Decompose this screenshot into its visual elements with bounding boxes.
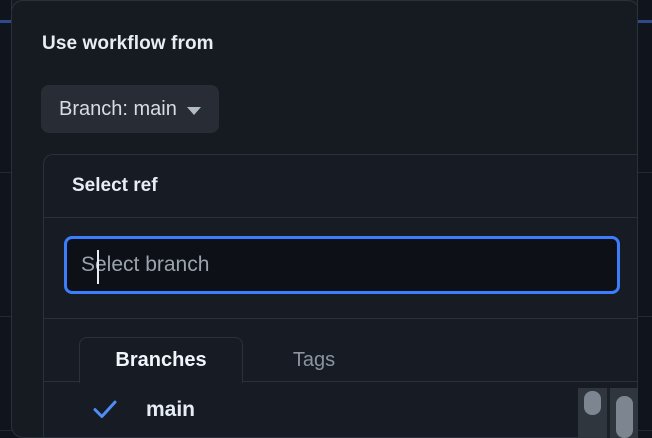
tab-branches[interactable]: Branches [79, 337, 243, 383]
search-section [44, 218, 637, 319]
list-item[interactable]: main [44, 382, 637, 437]
branch-selector-label: Branch: main [59, 97, 177, 120]
dialog-scrollbar-thumb[interactable] [616, 396, 633, 438]
branch-list: main [44, 382, 637, 437]
select-ref-title: Select ref [72, 175, 158, 196]
branch-search-input[interactable] [64, 236, 620, 294]
chevron-down-icon [186, 106, 201, 115]
page-title: Use workflow from [42, 33, 214, 54]
run-workflow-dialog: Use workflow from Branch: main Select re… [11, 0, 638, 438]
check-icon [90, 394, 120, 429]
list-scrollbar-thumb[interactable] [584, 391, 601, 415]
tabs-underline [44, 381, 637, 382]
branch-selector-button[interactable]: Branch: main [41, 85, 219, 133]
select-ref-panel: Select ref Branches Tags [43, 154, 637, 437]
tab-tags[interactable]: Tags [292, 348, 336, 371]
list-item-label: main [146, 398, 196, 421]
scrollbar-gutter-divider [607, 388, 610, 438]
text-cursor [97, 250, 99, 284]
select-ref-header: Select ref [44, 155, 637, 218]
ref-tabs: Branches Tags [44, 319, 637, 383]
